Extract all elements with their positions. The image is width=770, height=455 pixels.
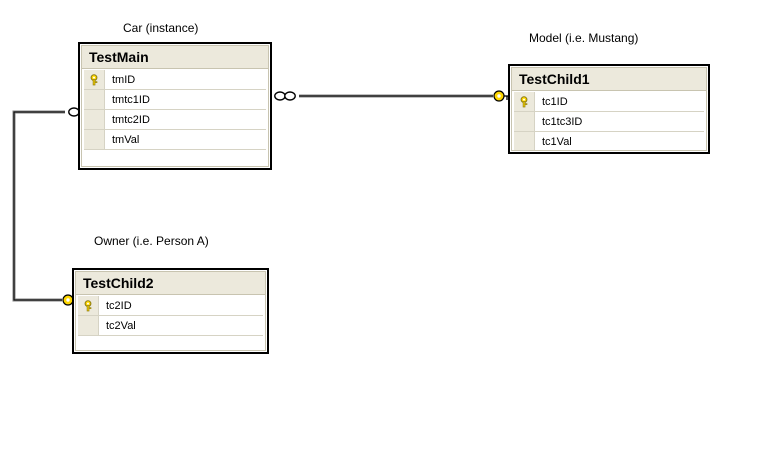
column-name: tmtc1ID: [112, 93, 150, 106]
row-gutter: [78, 296, 99, 315]
table-row[interactable]: tc1tc3ID: [514, 112, 704, 132]
column-name: tc2ID: [106, 299, 132, 312]
caption-owner: Owner (i.e. Person A): [94, 234, 209, 248]
column-name: tmtc2ID: [112, 113, 150, 126]
column-name: tc2Val: [106, 319, 136, 332]
infinity-marker-testmain-right: [273, 89, 299, 103]
primary-key-icon: [82, 299, 94, 312]
table-row[interactable]: tmVal: [84, 130, 266, 150]
table-testchild1-title: TestChild1: [512, 68, 706, 91]
primary-key-icon: [518, 95, 530, 108]
row-gutter: [84, 70, 105, 89]
table-testmain-columns: tmID tmtc1ID tmtc2ID tmVal: [82, 69, 268, 166]
row-gutter: [84, 90, 105, 109]
row-gutter: [514, 92, 535, 111]
row-gutter: [84, 110, 105, 129]
caption-car: Car (instance): [123, 21, 199, 35]
table-testmain-title: TestMain: [82, 46, 268, 69]
table-row[interactable]: tc1Val: [514, 132, 704, 150]
relationship-line-testmain-testchild2: [12, 110, 76, 302]
table-row[interactable]: tc2ID: [78, 296, 263, 316]
table-row[interactable]: tmtc2ID: [84, 110, 266, 130]
column-name: tmVal: [112, 133, 140, 146]
row-gutter: [84, 150, 105, 166]
table-testmain-inner: TestMain tmID: [81, 45, 269, 167]
table-row-blank[interactable]: [84, 150, 266, 166]
table-row[interactable]: tc1ID: [514, 92, 704, 112]
row-gutter: [514, 132, 535, 150]
table-row[interactable]: tmtc1ID: [84, 90, 266, 110]
table-testchild2-title: TestChild2: [76, 272, 265, 295]
table-testchild2-inner: TestChild2 tc2ID: [75, 271, 266, 351]
caption-model: Model (i.e. Mustang): [529, 31, 639, 45]
table-testchild2[interactable]: TestChild2 tc2ID: [72, 268, 269, 354]
table-testmain[interactable]: TestMain tmID: [78, 42, 272, 170]
column-name: tc1tc3ID: [542, 115, 583, 128]
table-row[interactable]: tc2Val: [78, 316, 263, 336]
row-gutter: [84, 130, 105, 149]
table-testchild1-inner: TestChild1 tc1ID: [511, 67, 707, 151]
column-name: tc1ID: [542, 95, 568, 108]
column-name: tmID: [112, 73, 136, 86]
table-row-blank[interactable]: [78, 336, 263, 350]
row-gutter: [78, 336, 99, 350]
table-testchild1[interactable]: TestChild1 tc1ID: [508, 64, 710, 154]
primary-key-icon: [88, 73, 100, 86]
table-row[interactable]: tmID: [84, 70, 266, 90]
table-testchild1-columns: tc1ID tc1tc3ID tc1Val: [512, 91, 706, 150]
table-testchild2-columns: tc2ID tc2Val: [76, 295, 265, 350]
row-gutter: [78, 316, 99, 335]
row-gutter: [514, 112, 535, 131]
column-name: tc1Val: [542, 135, 572, 148]
